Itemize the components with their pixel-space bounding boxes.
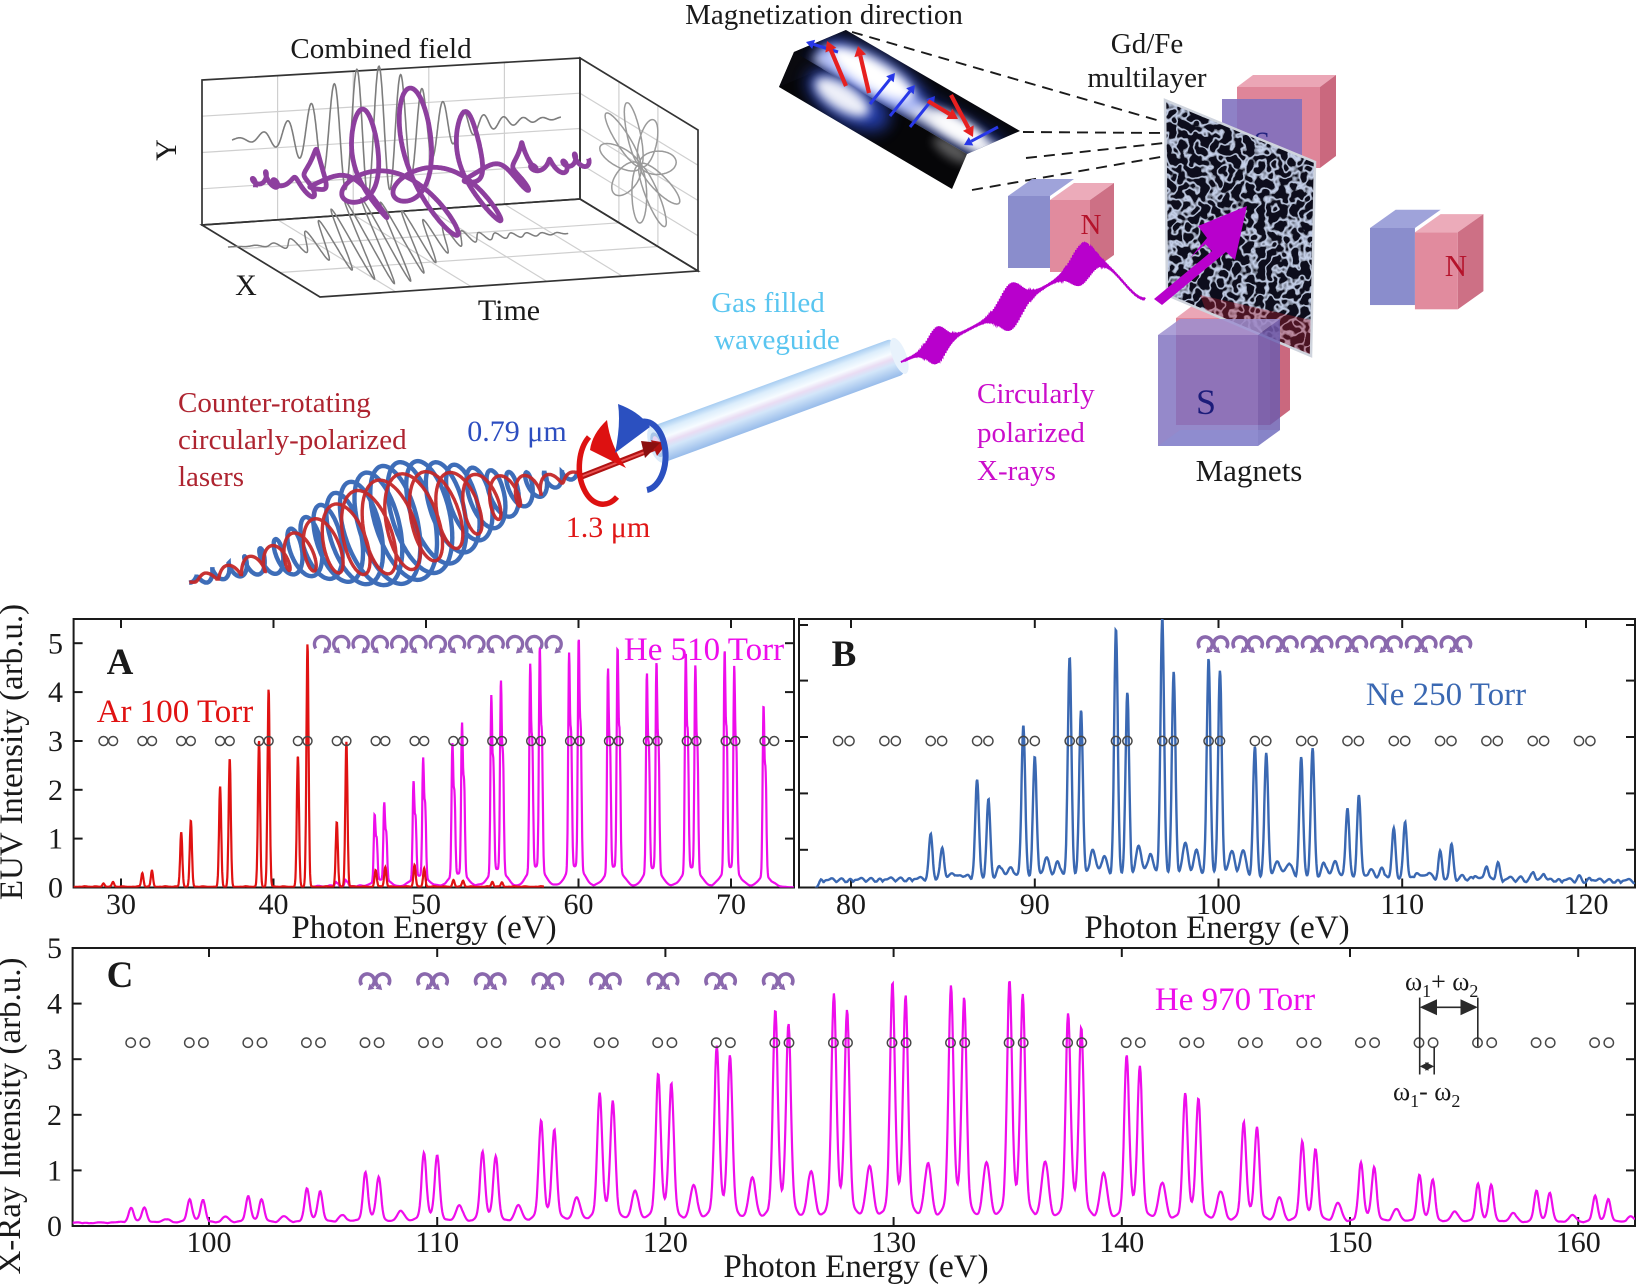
svg-text:3: 3 — [48, 725, 63, 758]
svg-text:1: 1 — [48, 823, 63, 856]
svg-text:100: 100 — [1196, 888, 1241, 921]
svg-text:A: A — [107, 642, 134, 683]
svg-text:Ne 250 Torr: Ne 250 Torr — [1366, 677, 1526, 713]
svg-text:ω1- ω2: ω1- ω2 — [1393, 1077, 1460, 1111]
svg-text:5: 5 — [47, 932, 62, 965]
svg-text:Magnetization direction: Magnetization direction — [685, 0, 963, 31]
svg-text:30: 30 — [106, 888, 136, 921]
svg-text:Y: Y — [150, 139, 183, 161]
svg-text:polarized: polarized — [977, 417, 1085, 449]
svg-text:X: X — [235, 269, 257, 302]
svg-text:2: 2 — [48, 774, 63, 807]
svg-text:1.3 μm: 1.3 μm — [566, 511, 650, 544]
svg-text:100: 100 — [187, 1226, 232, 1259]
svg-text:120: 120 — [1564, 888, 1609, 921]
svg-text:circularly-polarized: circularly-polarized — [178, 424, 407, 456]
svg-text:80: 80 — [836, 888, 866, 921]
svg-text:4: 4 — [48, 676, 63, 709]
svg-text:Combined field: Combined field — [290, 33, 472, 65]
svg-text:N: N — [1445, 248, 1467, 283]
svg-text:Gas filled: Gas filled — [711, 287, 825, 319]
svg-text:5: 5 — [48, 627, 63, 660]
svg-text:110: 110 — [415, 1226, 459, 1259]
svg-text:110: 110 — [1380, 888, 1424, 921]
svg-text:150: 150 — [1328, 1226, 1373, 1259]
svg-text:160: 160 — [1556, 1226, 1601, 1259]
svg-text:EUV Intensity (arb.u.): EUV Intensity (arb.u.) — [0, 604, 30, 900]
svg-text:N: N — [1081, 209, 1102, 241]
svg-text:0: 0 — [48, 872, 63, 905]
svg-text:He 970 Torr: He 970 Torr — [1155, 982, 1315, 1018]
svg-text:0: 0 — [47, 1210, 62, 1243]
svg-text:4: 4 — [47, 988, 62, 1021]
svg-text:2: 2 — [47, 1099, 62, 1132]
svg-text:Counter-rotating: Counter-rotating — [178, 387, 371, 419]
svg-text:140: 140 — [1099, 1226, 1144, 1259]
svg-text:120: 120 — [643, 1226, 688, 1259]
svg-text:Magnets: Magnets — [1196, 453, 1303, 488]
svg-text:C: C — [107, 955, 134, 996]
svg-text:lasers: lasers — [178, 461, 244, 493]
svg-text:Photon Energy (eV): Photon Energy (eV) — [1084, 910, 1349, 946]
svg-text:50: 50 — [411, 888, 441, 921]
svg-text:Photon Energy (eV): Photon Energy (eV) — [723, 1249, 988, 1285]
svg-text:B: B — [832, 634, 857, 675]
svg-text:S: S — [1196, 382, 1216, 422]
svg-text:0.79 μm: 0.79 μm — [467, 415, 566, 448]
svg-text:Gd/Fe: Gd/Fe — [1111, 28, 1184, 60]
svg-text:70: 70 — [716, 888, 746, 921]
svg-text:3: 3 — [47, 1043, 62, 1076]
svg-text:X-Ray Intensity (arb.u.): X-Ray Intensity (arb.u.) — [0, 957, 28, 1274]
svg-text:Ar 100 Torr: Ar 100 Torr — [97, 694, 254, 730]
svg-text:130: 130 — [871, 1226, 916, 1259]
svg-text:60: 60 — [564, 888, 594, 921]
svg-text:Photon Energy (eV): Photon Energy (eV) — [291, 910, 556, 946]
svg-text:X-rays: X-rays — [977, 455, 1056, 487]
svg-text:40: 40 — [259, 888, 289, 921]
svg-text:ω1+ ω2: ω1+ ω2 — [1405, 967, 1478, 1001]
svg-text:multilayer: multilayer — [1087, 62, 1207, 94]
svg-text:Circularly: Circularly — [977, 378, 1095, 410]
svg-text:He 510 Torr: He 510 Torr — [624, 632, 784, 668]
svg-text:waveguide: waveguide — [714, 324, 840, 356]
svg-text:1: 1 — [47, 1154, 62, 1187]
svg-text:Time: Time — [478, 294, 540, 327]
svg-text:90: 90 — [1020, 888, 1050, 921]
